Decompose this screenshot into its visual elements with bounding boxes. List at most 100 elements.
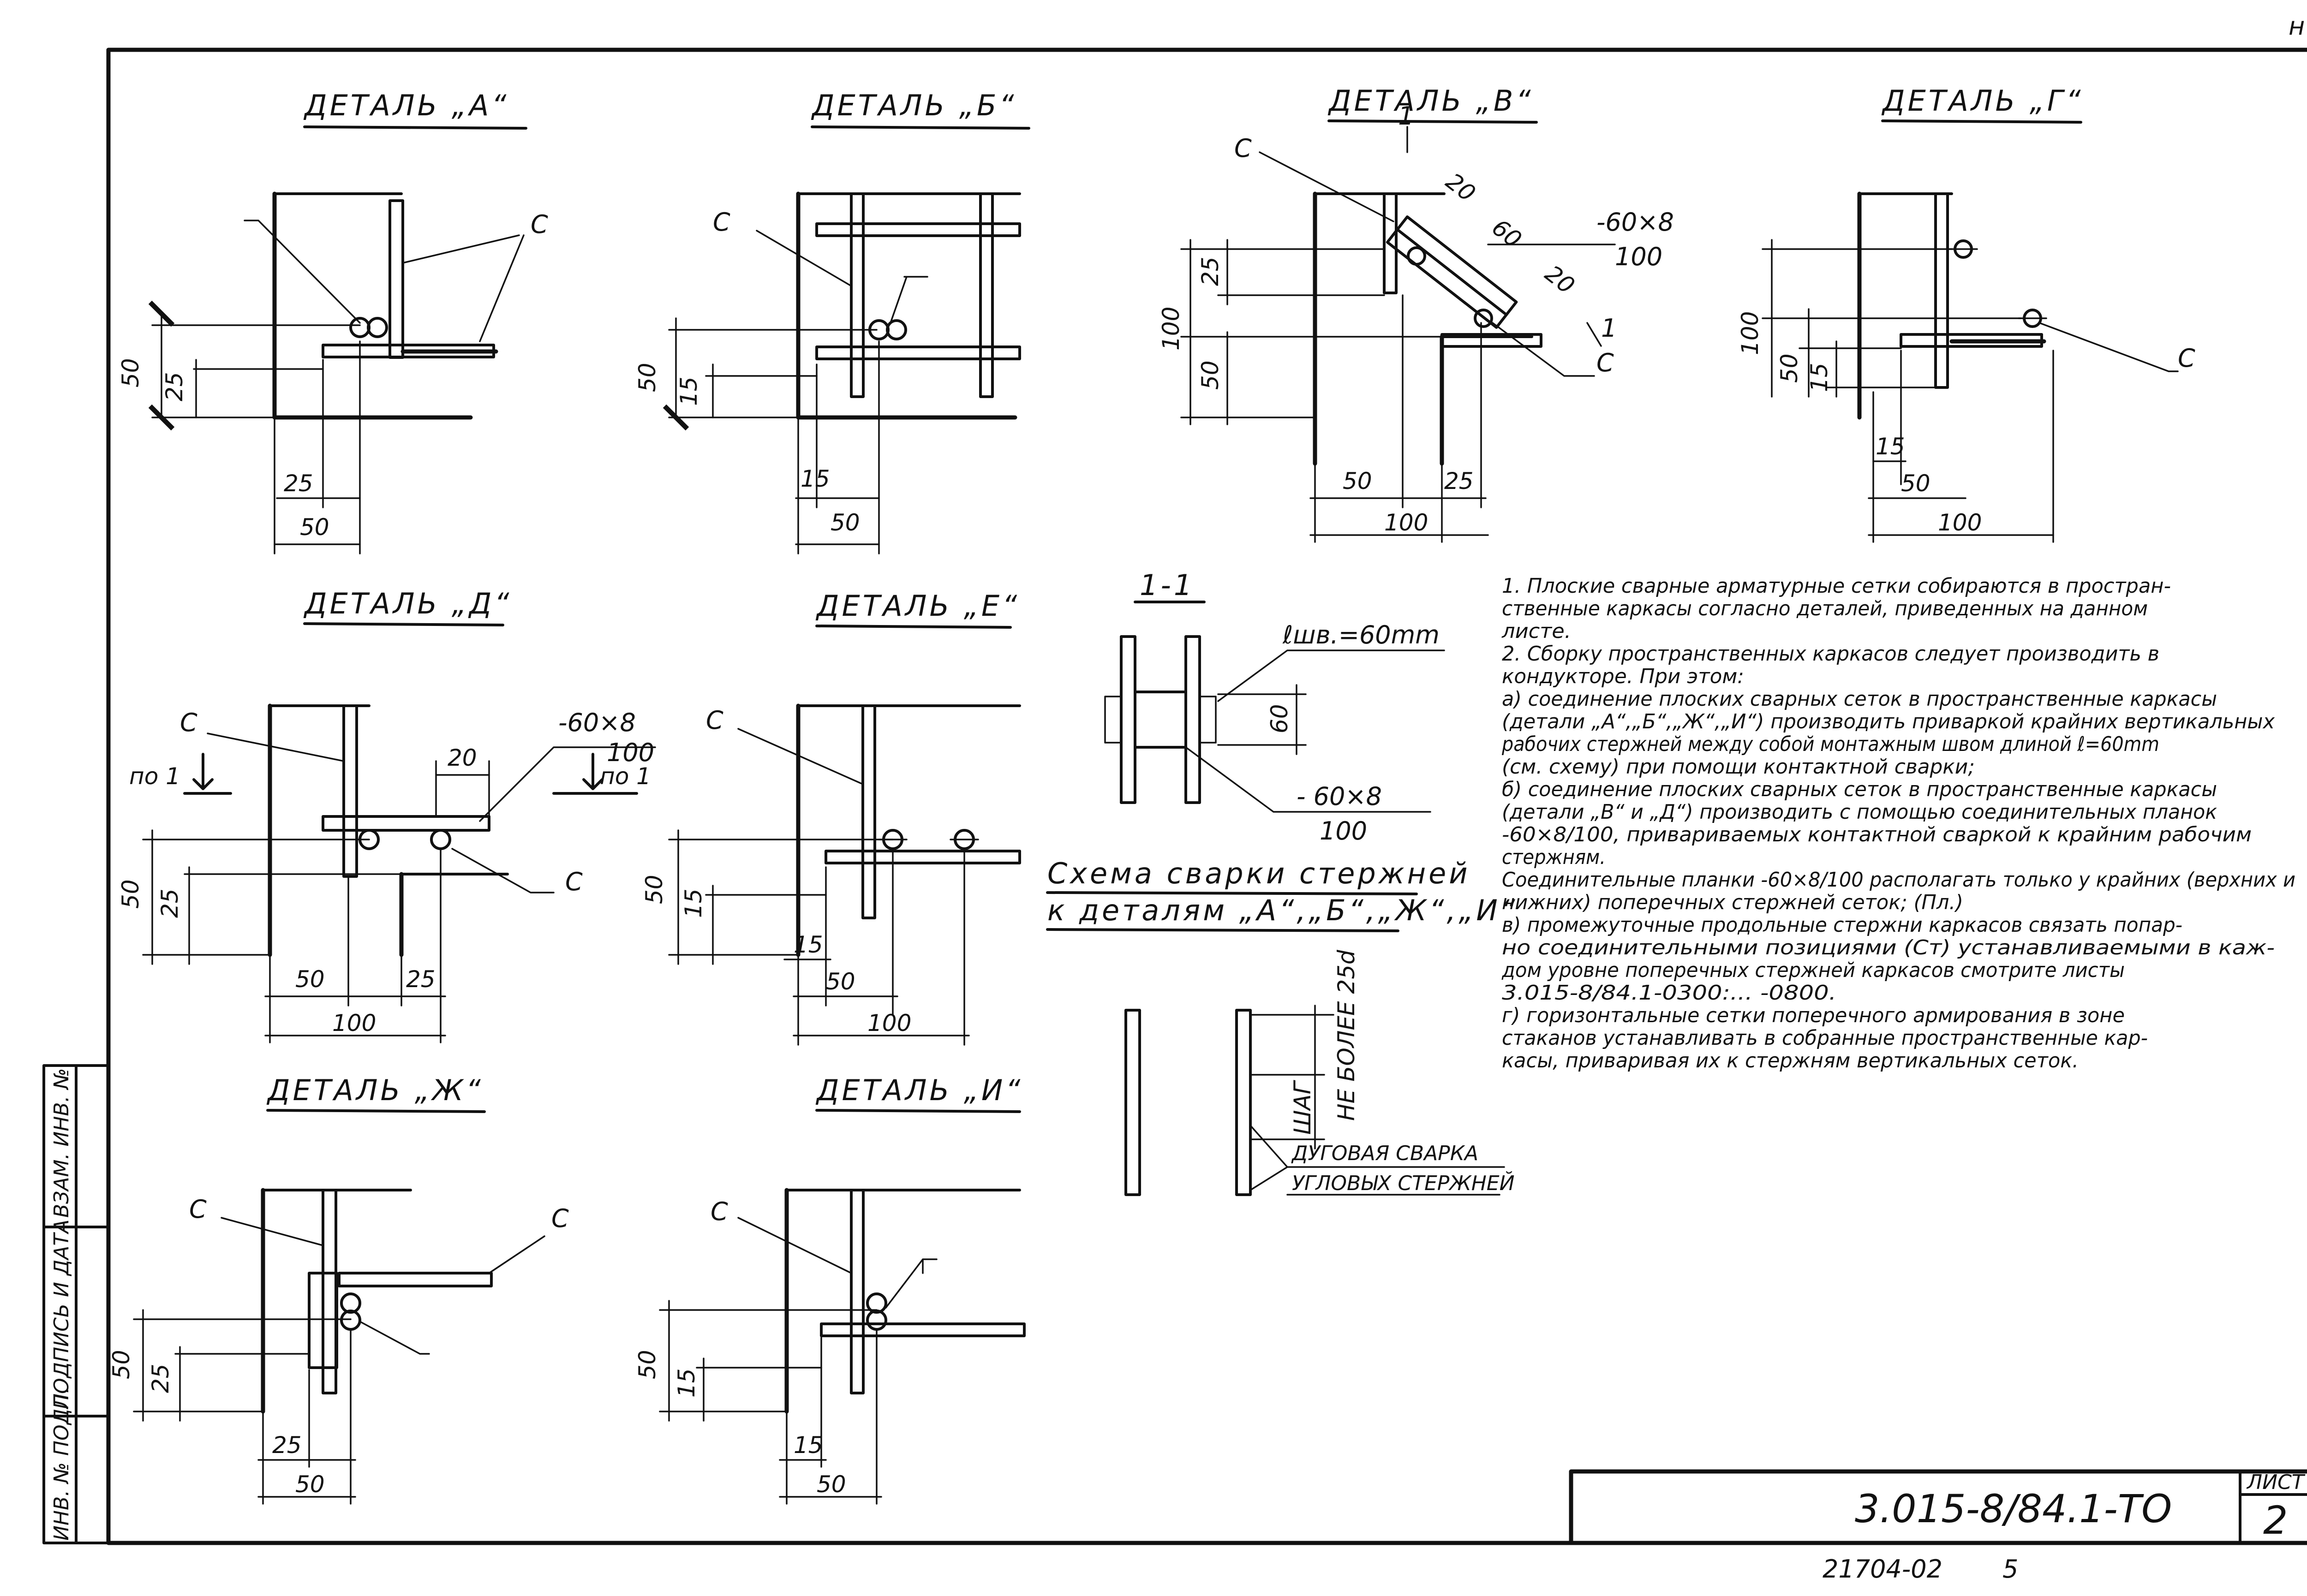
detail-v-dim-25v: 25 xyxy=(1197,256,1224,286)
detail-b-label-c: С xyxy=(713,208,730,237)
footer-page: 5 xyxy=(2002,1554,2018,1584)
detail-zh-label-c1: С xyxy=(189,1195,207,1224)
detail-g-dim-15h: 15 xyxy=(1876,433,1905,460)
detail-e: ДЕТАЛЬ „Е“ С 50 15 15 50 100 xyxy=(641,589,1021,1046)
detail-zh-label-c2: С xyxy=(551,1204,569,1233)
detail-zh-title: ДЕТАЛЬ „Ж“ xyxy=(266,1073,484,1107)
note-line: 2. Сборку пространственных каркасов след… xyxy=(1502,642,2159,666)
detail-e-title: ДЕТАЛЬ „Е“ xyxy=(815,589,1020,623)
note-line: касы, приваривая их к стержням вертикаль… xyxy=(1502,1049,2079,1072)
detail-b-dim-50v: 50 xyxy=(634,363,661,392)
detail-v-label-c1: С xyxy=(1234,134,1252,163)
note-line: а) соединение плоских сварных сеток в пр… xyxy=(1502,687,2217,711)
detail-a: ДЕТАЛЬ „А“ С 50 25 25 50 xyxy=(117,89,548,554)
detail-d-dim-50v: 50 xyxy=(117,879,144,909)
detail-d-dim-50h: 50 xyxy=(295,966,325,993)
note-line: кондукторе. При этом: xyxy=(1502,665,1744,688)
note-line: но соединительными позициями (Ст) устана… xyxy=(1502,936,2275,959)
detail-g-dim-50v: 50 xyxy=(1776,353,1803,383)
detail-e-dim-50v: 50 xyxy=(641,875,668,904)
note-line: (см. схему) при помощи контактной сварки… xyxy=(1502,755,1975,779)
side-stamp: ВЗАМ. ИНВ. № ПОДПИСЬ И ДАТА ИНВ. № ПОДЛ. xyxy=(42,1064,110,1544)
detail-d-dim-100h: 100 xyxy=(332,1010,376,1036)
detail-e-dim-100h: 100 xyxy=(867,1010,911,1036)
section-1-1-plate-bot: 100 xyxy=(1320,816,1367,846)
sheet-label: ЛИСТ xyxy=(2246,1471,2306,1494)
note-line: рабочих стержней между собой монтажным ш… xyxy=(1501,732,2159,756)
weld-scheme: Схема сварки стержней к деталям „А“,„Б“,… xyxy=(1046,857,1518,1196)
detail-d-po1-left: по 1 xyxy=(129,763,180,790)
note-line: Соединительные планки -60×8/100 располаг… xyxy=(1502,868,2295,892)
scheme-shag: ШАГ xyxy=(1289,1079,1316,1135)
detail-d-dim-25h: 25 xyxy=(406,966,436,993)
detail-d: ДЕТАЛЬ „Д“ С С по 1 по 1 20 -60×8 100 50… xyxy=(117,587,656,1043)
detail-v-label-c2: С xyxy=(1596,348,1614,377)
detail-b-dim-15h: 15 xyxy=(801,465,830,492)
detail-zh-dim-25h: 25 xyxy=(272,1432,302,1459)
sheet-number: 2 xyxy=(2263,1498,2288,1543)
detail-v-dim-50v: 50 xyxy=(1197,360,1224,390)
detail-b-dim-15v: 15 xyxy=(675,376,702,406)
section-1-1-plate-top: - 60×8 xyxy=(1297,782,1382,811)
detail-v-dim-100h: 100 xyxy=(1384,509,1428,536)
note-line: б) соединение плоских сварных сеток в пр… xyxy=(1502,778,2217,801)
detail-i-dim-50v: 50 xyxy=(634,1350,661,1379)
detail-g-dim-100h: 100 xyxy=(1938,509,1982,536)
detail-zh-dim-25v: 25 xyxy=(147,1364,174,1393)
detail-d-title: ДЕТАЛЬ „Д“ xyxy=(303,587,512,620)
scheme-title-2: к деталям „А“,„Б“,„Ж“,„И“ xyxy=(1047,893,1518,927)
detail-v-d60: 60 xyxy=(1487,214,1527,253)
detail-v-sec-top: 1 xyxy=(1398,101,1414,131)
section-1-1-weld-len: ℓшв.=60mm xyxy=(1282,620,1440,649)
note-line: (детали „А“,„Б“,„Ж“,„И“) производить при… xyxy=(1502,710,2275,733)
detail-i-title: ДЕТАЛЬ „И“ xyxy=(815,1073,1023,1107)
scheme-title-1: Схема сварки стержней xyxy=(1047,857,1470,890)
detail-a-dim-25h: 25 xyxy=(284,470,313,497)
detail-e-dim-15v: 15 xyxy=(680,888,707,918)
detail-v-d20a: 20 xyxy=(1441,168,1481,207)
detail-zh-dim-50v: 50 xyxy=(108,1350,135,1379)
detail-v-sec-bot: 1 xyxy=(1601,314,1617,343)
detail-a-dim-25v: 25 xyxy=(161,372,188,401)
section-1-1: 1-1 ℓшв.=60mm 60 - 60×8 100 xyxy=(1104,568,1445,846)
corner-letter: н xyxy=(2289,12,2305,41)
note-line: г) горизонтальные сетки поперечного арми… xyxy=(1502,1004,2125,1027)
detail-a-title: ДЕТАЛЬ „А“ xyxy=(303,89,509,122)
detail-d-plate-bot: 100 xyxy=(607,738,654,767)
detail-a-dim-50v: 50 xyxy=(117,358,144,387)
note-line: стаканов устанавливать в собранные прост… xyxy=(1502,1026,2148,1050)
detail-g: ДЕТАЛЬ „Г“ С 100 50 15 15 50 100 xyxy=(1737,84,2195,543)
detail-g-dim-15v: 15 xyxy=(1806,363,1833,392)
section-1-1-title: 1-1 xyxy=(1140,568,1195,602)
stamp-vzam: ВЗАМ. ИНВ. № xyxy=(50,1068,73,1218)
notes: 1. Плоские сварные арматурные сетки соби… xyxy=(1501,574,2295,1072)
designation: 3.015-8/84.1-ТО xyxy=(1855,1486,2172,1531)
detail-v-dim-25h: 25 xyxy=(1444,468,1474,494)
title-block: 3.015-8/84.1-ТО ЛИСТ 2 21704-02 5 xyxy=(1569,1469,2307,1584)
detail-v-d20b: 20 xyxy=(1540,260,1580,299)
sheet-frame: н xyxy=(106,12,2307,1545)
scheme-weld-1: ДУГОВАЯ СВАРКА xyxy=(1291,1142,1478,1165)
detail-g-dim-100v: 100 xyxy=(1737,311,1763,355)
note-line: ственные каркасы согласно деталей, приве… xyxy=(1502,597,2148,620)
note-line: в) промежуточные продольные стержни карк… xyxy=(1502,913,2182,937)
section-1-1-dim60: 60 xyxy=(1266,704,1293,733)
detail-d-dim-25v: 25 xyxy=(156,888,183,918)
note-line: 1. Плоские сварные арматурные сетки соби… xyxy=(1502,574,2171,598)
detail-g-title: ДЕТАЛЬ „Г“ xyxy=(1881,84,2084,118)
note-line: 3.015-8/84.1-0300:... -0800. xyxy=(1502,981,1836,1005)
detail-g-label-c: С xyxy=(2178,344,2195,373)
detail-i: ДЕТАЛЬ „И“ С 50 15 15 50 xyxy=(634,1073,1026,1505)
scheme-nebolee: НЕ БОЛЕЕ 25d xyxy=(1333,950,1360,1121)
detail-b-dim-50h: 50 xyxy=(831,509,860,536)
detail-g-dim-50h: 50 xyxy=(1901,470,1930,497)
note-line: листе. xyxy=(1501,619,1571,643)
detail-b-title: ДЕТАЛЬ „Б“ xyxy=(811,89,1017,122)
detail-v-plate-bot: 100 xyxy=(1615,242,1662,271)
detail-v-plate-top: -60×8 xyxy=(1596,208,1674,237)
detail-a-label-c: С xyxy=(531,210,548,239)
footer-code: 21704-02 xyxy=(1823,1554,1942,1584)
detail-e-label-c: С xyxy=(706,706,723,735)
detail-i-dim-15h: 15 xyxy=(794,1432,823,1459)
